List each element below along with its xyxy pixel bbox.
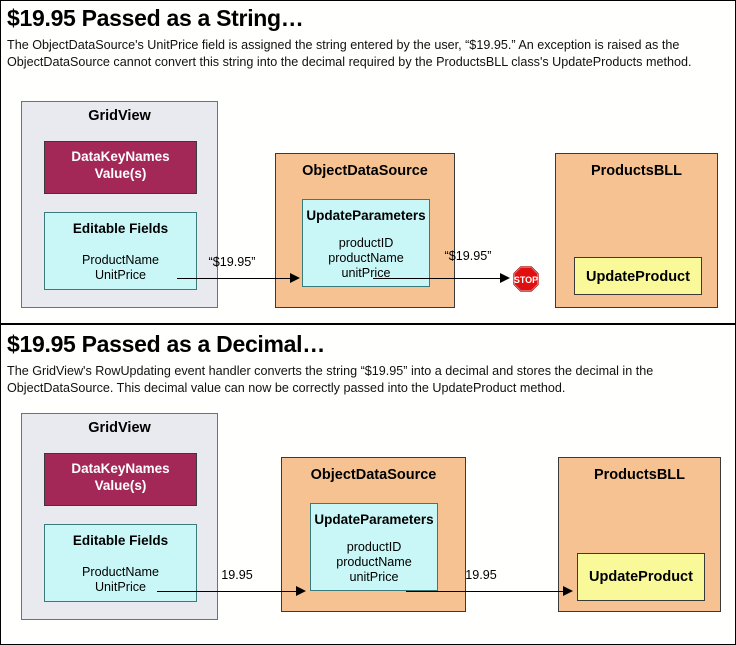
svg-text:STOP: STOP (514, 275, 538, 285)
editable-fields-box: Editable Fields ProductName UnitPrice (44, 212, 197, 290)
arrow-ods-to-bll-line (406, 591, 564, 592)
editable-fields-box: Editable Fields ProductName UnitPrice (44, 524, 197, 602)
section-description: The ObjectDataSource's UnitPrice field i… (7, 38, 692, 69)
updateproduct-label: UpdateProduct (589, 569, 693, 585)
objectdatasource-title: ObjectDataSource (310, 467, 437, 483)
arrow-gridview-to-ods-label: 19.95 (221, 568, 253, 582)
editable-fields-list: ProductName UnitPrice (82, 253, 159, 282)
section-title: $19.95 Passed as a Decimal… (7, 331, 325, 357)
gridview-title: GridView (88, 420, 151, 436)
editable-fields-list: ProductName UnitPrice (82, 565, 159, 594)
objectdatasource-box: ObjectDataSource UpdateParameters produc… (275, 153, 455, 308)
updateparameters-list: productID productName unitPrice (328, 236, 404, 280)
arrow-gridview-to-ods-head (290, 273, 300, 283)
arrow-ods-to-bll-head (563, 586, 573, 596)
section-title: $19.95 Passed as a String… (7, 5, 304, 31)
arrow-ods-to-bll-line (373, 278, 504, 279)
productsbll-box: ProductsBLL UpdateProduct (558, 457, 721, 612)
arrow-ods-to-bll-head (500, 273, 510, 283)
datakeynames-label-line1: DataKeyNames (71, 149, 170, 164)
updateparameters-box: UpdateParameters productID productName u… (302, 199, 430, 287)
gridview-box: GridView DataKeyNames Value(s) Editable … (21, 101, 218, 308)
objectdatasource-box: ObjectDataSource UpdateParameters produc… (281, 457, 466, 612)
gridview-title: GridView (88, 108, 151, 124)
updateparameters-list: productID productName unitPrice (336, 540, 412, 584)
datakeynames-box: DataKeyNames Value(s) (44, 453, 197, 506)
updateproduct-box: UpdateProduct (574, 257, 702, 295)
updateparameters-title: UpdateParameters (306, 208, 426, 223)
arrow-ods-to-bll-label: 19.95 (465, 568, 497, 582)
datakeynames-label-line2: Value(s) (94, 166, 147, 181)
arrow-ods-to-bll-label: “$19.95” (444, 249, 492, 263)
updateparameters-title: UpdateParameters (314, 512, 434, 527)
arrow-gridview-to-ods-head (296, 586, 306, 596)
updateparameters-box: UpdateParameters productID productName u… (310, 503, 438, 591)
section-description: The GridView's RowUpdating event handler… (7, 364, 654, 395)
section-decimal: $19.95 Passed as a Decimal… The GridView… (1, 323, 735, 644)
updateproduct-label: UpdateProduct (586, 269, 690, 285)
datakeynames-box: DataKeyNames Value(s) (44, 141, 197, 194)
stop-sign-icon: STOP (513, 266, 539, 292)
objectdatasource-title: ObjectDataSource (302, 163, 428, 179)
arrow-gridview-to-ods-line (157, 591, 297, 592)
datakeynames-label-line1: DataKeyNames (71, 461, 170, 476)
productsbll-title: ProductsBLL (590, 163, 683, 179)
editable-fields-title: Editable Fields (72, 221, 169, 236)
datakeynames-label-line2: Value(s) (94, 478, 147, 493)
arrow-gridview-to-ods-line (177, 278, 291, 279)
editable-fields-title: Editable Fields (72, 533, 169, 548)
section-string: $19.95 Passed as a String… The ObjectDat… (1, 1, 735, 323)
productsbll-title: ProductsBLL (593, 467, 686, 483)
gridview-box: GridView DataKeyNames Value(s) Editable … (21, 413, 218, 620)
productsbll-box: ProductsBLL UpdateProduct (555, 153, 718, 308)
arrow-gridview-to-ods-label: “$19.95” (208, 255, 256, 269)
updateproduct-box: UpdateProduct (577, 553, 705, 601)
